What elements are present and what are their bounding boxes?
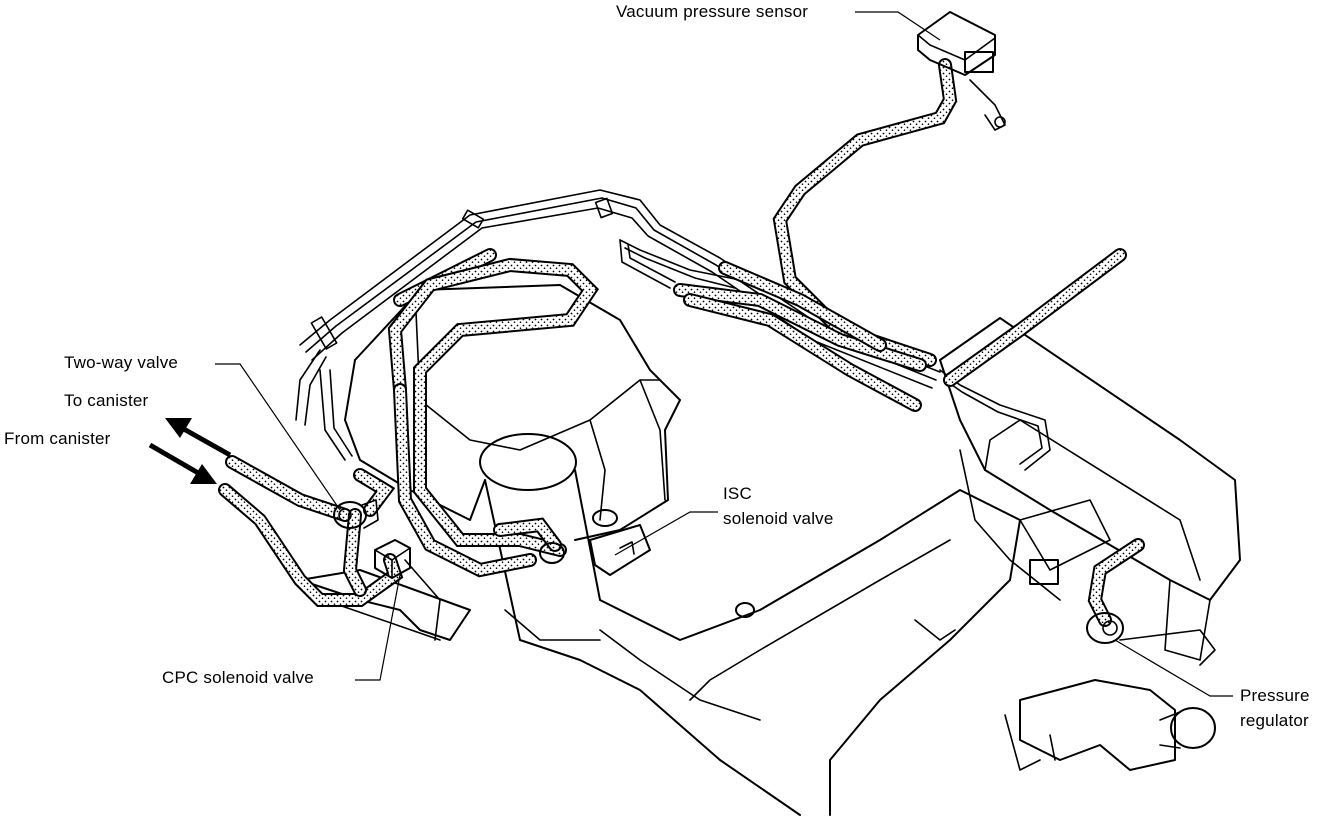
intake-duct [479,433,1021,816]
cpc-solenoid-valve-body [374,539,411,579]
pressure-regulator-label-line2: regulator [1240,711,1309,730]
vacuum-pressure-sensor-body [917,11,1006,131]
intake-manifold [939,317,1241,666]
pressure-regulator-body [1029,559,1124,644]
isc-solenoid-valve-label-line2: solenoid valve [723,509,834,528]
metal-vacuum-lines [295,189,1051,471]
two-way-valve-body [333,499,379,529]
lower-engine-block [1004,679,1216,771]
rubber-hoses [218,58,1145,627]
vacuum-pressure-sensor-label: Vacuum pressure sensor [616,2,809,21]
to-canister-arrow [165,418,232,458]
to-canister-label: To canister [64,391,149,410]
pressure-regulator-label-line1: Pressure [1240,686,1310,705]
isc-solenoid-valve-label-line1: ISC [723,484,752,503]
cpc-solenoid-valve-label: CPC solenoid valve [162,668,314,687]
from-canister-label: From canister [4,429,111,448]
two-way-valve-label: Two-way valve [64,353,179,372]
leader-lines [215,11,1233,697]
from-canister-arrow [148,442,217,484]
isc-solenoid-valve-body [539,509,651,576]
